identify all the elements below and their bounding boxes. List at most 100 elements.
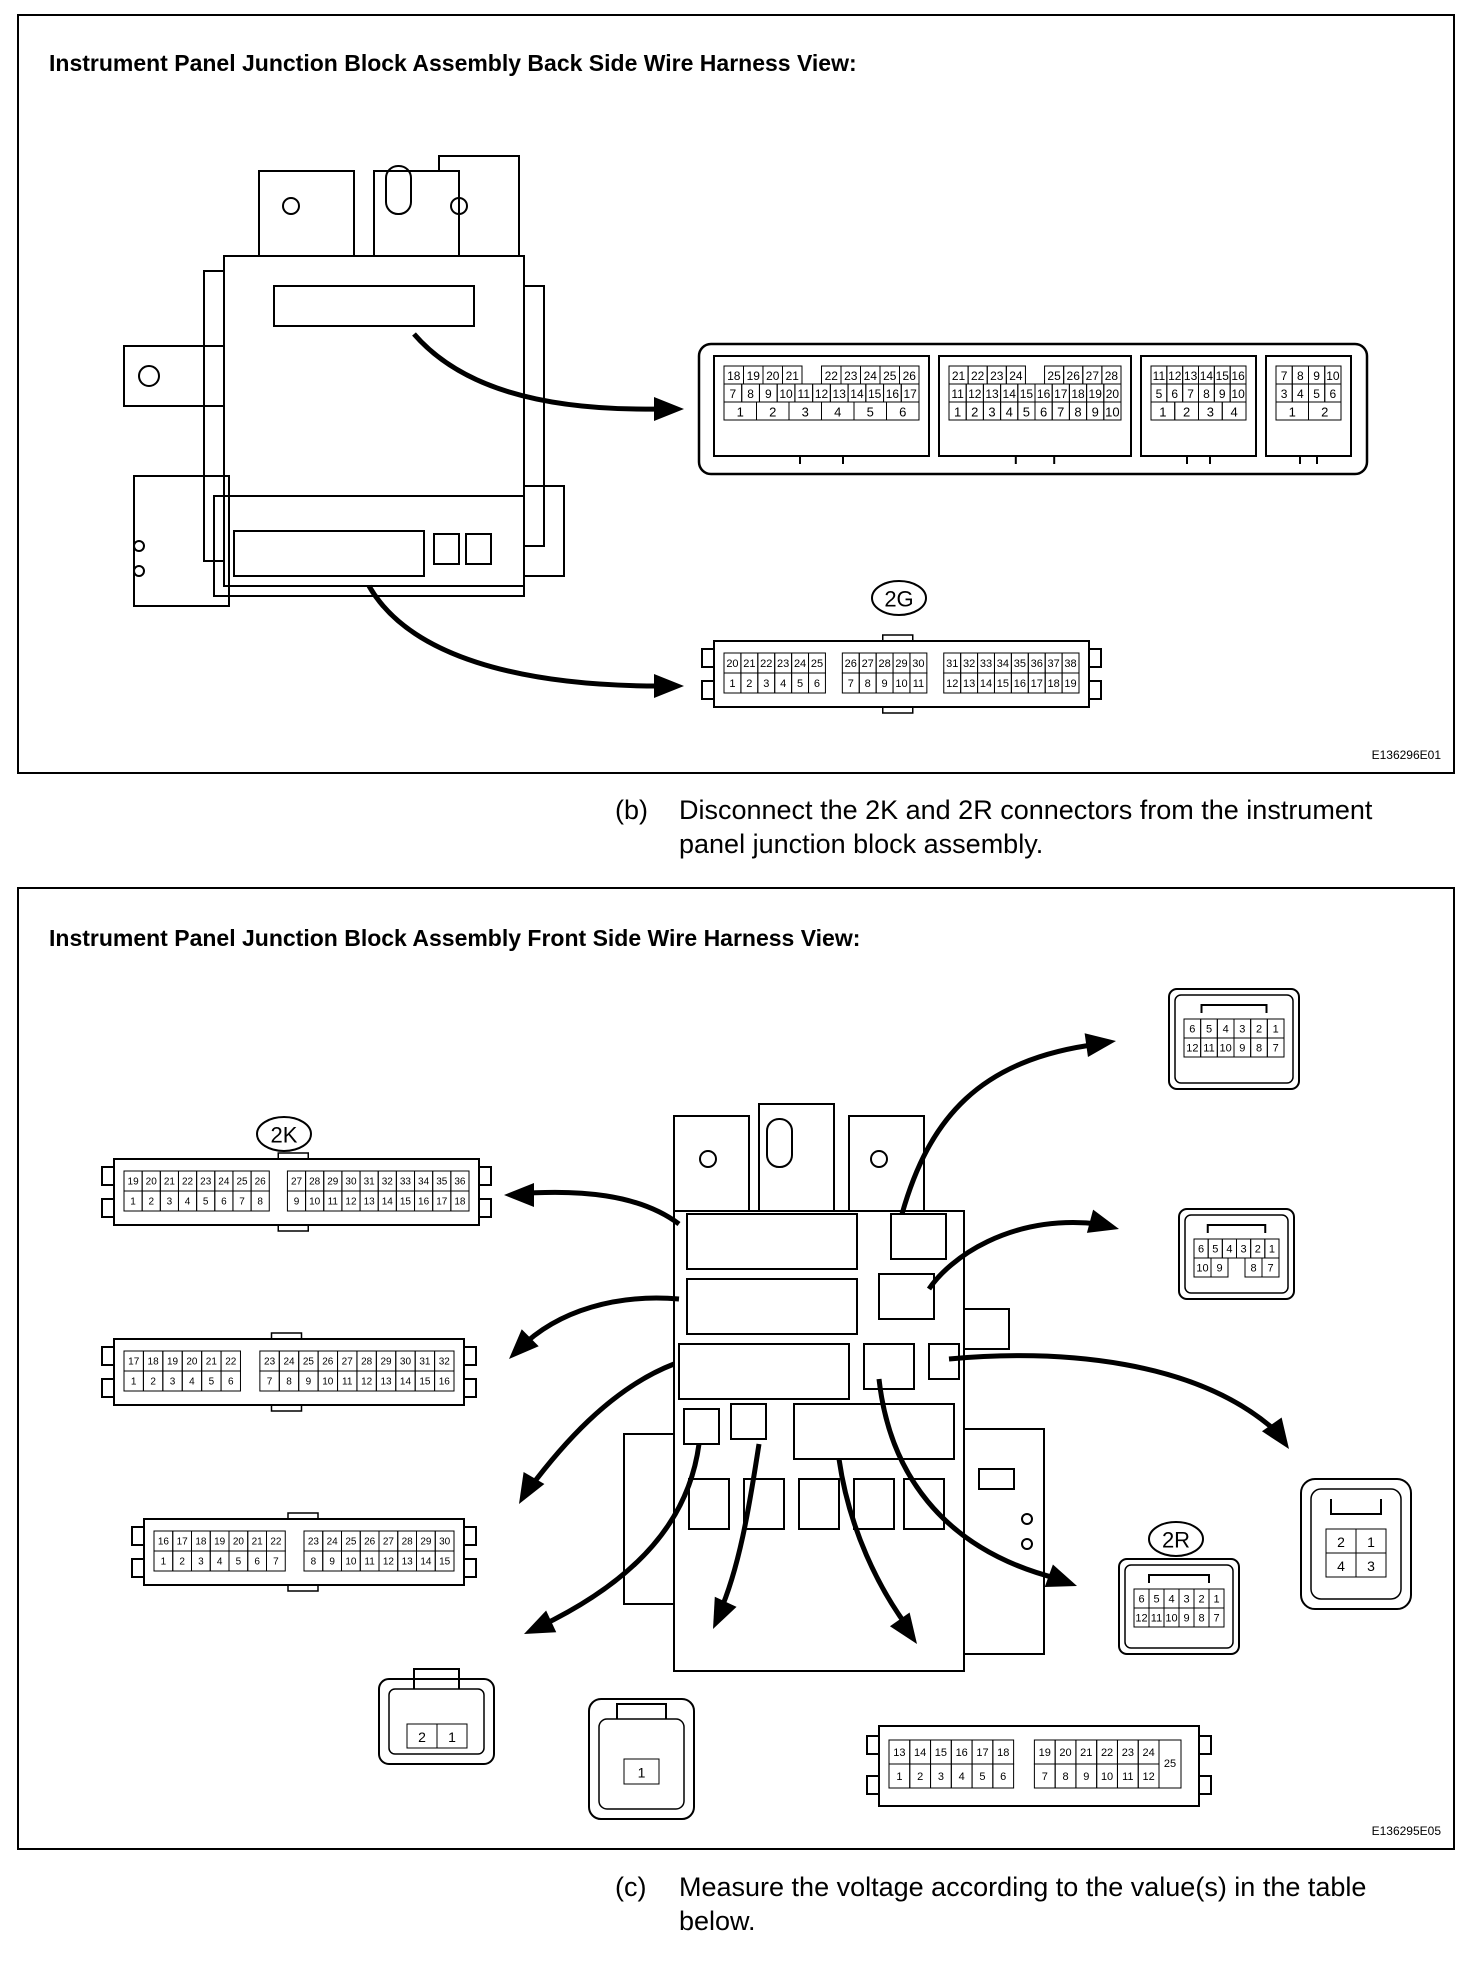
pin-label: 5 [867, 405, 874, 420]
pin-label: 20 [1106, 387, 1120, 401]
pin-label: 15 [1020, 387, 1034, 401]
pin-label: 4 [1006, 405, 1013, 420]
slot [385, 165, 412, 215]
pin-label: 2 [1256, 1024, 1262, 1036]
pin-label: 28 [361, 1357, 373, 1368]
pin-label: 12 [815, 387, 829, 401]
pin-label: 5 [236, 1557, 242, 1568]
pin-cell [1355, 1552, 1387, 1578]
pin-label: 5 [1156, 387, 1163, 401]
pin-label: 13 [1184, 369, 1198, 383]
arrow-to-2k [513, 1189, 681, 1227]
pin-cell [886, 401, 920, 421]
pin-label: 1 [1159, 405, 1166, 420]
pin-label: 3 [198, 1557, 204, 1568]
arrow-head [1044, 1564, 1077, 1588]
connector-latch [1088, 648, 1102, 668]
connector-hood [616, 1703, 667, 1719]
pin-label: 31 [946, 658, 958, 670]
pin-label: 13 [833, 387, 847, 401]
pin-label: 2 [1198, 1594, 1204, 1606]
pin-label: 27 [342, 1357, 354, 1368]
pin-label: 2 [917, 1771, 923, 1783]
pin-label: 5 [797, 678, 803, 690]
pin-label: 16 [418, 1197, 430, 1208]
pin-label: 4 [780, 678, 786, 690]
pin-label: 30 [345, 1177, 357, 1188]
right-lower-tab [963, 1428, 1045, 1655]
pin-label: 6 [814, 678, 820, 690]
pin-label: 14 [850, 387, 864, 401]
lower-socket [233, 530, 425, 577]
connector-key [277, 1224, 309, 1232]
strip-outline [697, 342, 1369, 476]
mount-hole [282, 197, 300, 215]
pin-label: 8 [1256, 1043, 1262, 1055]
pin-cell [266, 1550, 286, 1572]
pin-label: 9 [765, 387, 772, 401]
pin-label: 7 [1213, 1613, 1219, 1625]
block-side [523, 285, 545, 547]
pin-label: 2 [769, 405, 776, 420]
pin-label: 8 [865, 678, 871, 690]
connector-body [1265, 355, 1352, 457]
pin-label: 25 [236, 1177, 248, 1188]
pin-label: 36 [1031, 658, 1043, 670]
pin-label: 4 [189, 1377, 195, 1388]
pin-label: 14 [400, 1377, 412, 1388]
pin-label: 18 [1048, 678, 1060, 690]
pin-label: 7 [1281, 369, 1288, 383]
pin-label: 10 [1231, 387, 1245, 401]
pin-label: 1 [896, 1771, 902, 1783]
arrow-head [509, 1329, 539, 1359]
pin-label: 17 [177, 1537, 189, 1548]
pin-cell [220, 1370, 241, 1392]
pin-label: 20 [1059, 1747, 1071, 1759]
pin-label: 2 [1337, 1534, 1345, 1550]
arrow-to-25pin [836, 1458, 912, 1631]
step-c-text: Measure the voltage according to the val… [679, 1872, 1367, 1936]
pin-label: 29 [420, 1537, 432, 1548]
pin-label: 26 [322, 1357, 334, 1368]
connector-inner [1310, 1488, 1402, 1600]
arrow-head [1261, 1417, 1289, 1449]
fuse-slot [688, 1478, 730, 1530]
pin-label: 7 [1042, 1771, 1048, 1783]
connector-latch [478, 1198, 492, 1218]
right-tab [963, 1308, 1010, 1350]
pin-label: 8 [286, 1377, 292, 1388]
connector-key [287, 1512, 319, 1520]
pin-label: 3 [1239, 1024, 1245, 1036]
connector-key [270, 1332, 303, 1340]
pin-label: 24 [283, 1357, 295, 1368]
connector-inner [1174, 994, 1294, 1084]
step-c-label: (c) [615, 1872, 647, 1902]
pin-label: 28 [878, 658, 890, 670]
pin-label: 21 [206, 1357, 218, 1368]
pin-label: 19 [1089, 387, 1103, 401]
pin-label: 1 [1273, 1024, 1279, 1036]
pin-label: 8 [1062, 1771, 1068, 1783]
pin-label: 29 [380, 1357, 392, 1368]
pin-label: 21 [252, 1537, 264, 1548]
arrow-head [504, 1183, 534, 1207]
pin-label: 33 [400, 1177, 412, 1188]
pin-cell [1221, 401, 1247, 421]
connector-inner [598, 1718, 685, 1810]
pin-label: 1 [1213, 1594, 1219, 1606]
pin-label: 4 [1226, 1244, 1232, 1256]
mount-hole [450, 197, 468, 215]
pin-label: 1 [130, 1197, 136, 1208]
lower-tab [133, 475, 230, 607]
pin-label: 27 [383, 1537, 395, 1548]
pin-cell [992, 1763, 1015, 1789]
pin-label: 2 [1183, 405, 1190, 420]
connector-latch [1088, 680, 1102, 700]
fuse-slot [853, 1478, 895, 1530]
connector-latch [701, 648, 715, 668]
